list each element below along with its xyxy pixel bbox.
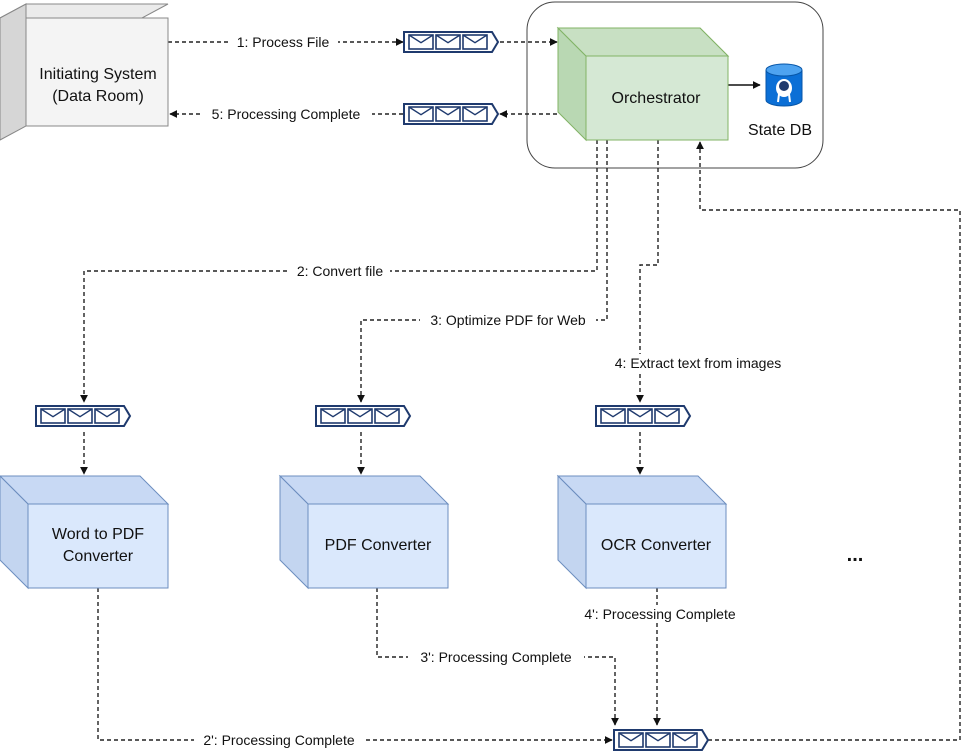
initiating-system-box: Initiating System (Data Room)	[0, 3, 169, 141]
edge-label-complete-2r: 2': Processing Complete	[203, 732, 355, 748]
edge-label-convert-file: 2: Convert file	[297, 263, 384, 279]
edge-complete-2r	[97, 588, 613, 744]
queue-results-icon	[613, 729, 710, 751]
more-converters-ellipsis: ...	[847, 544, 864, 566]
postgresql-database-icon	[765, 63, 803, 107]
word-to-pdf-converter-box: Word to PDF Converter	[0, 475, 170, 590]
orchestrator-group	[526, 1, 824, 169]
word-converter-label-line2: Converter	[63, 548, 134, 565]
state-db: State DB	[748, 63, 812, 139]
edge-return-orchestrator	[696, 141, 961, 741]
queue-pdf-icon	[315, 405, 412, 427]
pdf-converter-box: PDF Converter	[278, 474, 450, 590]
queue-processing-complete-icon	[403, 103, 500, 125]
queue-process-file-icon	[403, 31, 500, 53]
edge-label-complete-5: 5: Processing Complete	[212, 106, 361, 122]
initiating-system-label-line1: Initiating System	[39, 66, 156, 83]
ocr-converter-box: OCR Converter	[556, 474, 728, 590]
edge-label-complete-3r: 3': Processing Complete	[420, 649, 572, 665]
edge-label-process-file: 1: Process File	[237, 34, 330, 50]
queues	[35, 31, 710, 751]
pdf-converter-label: PDF Converter	[325, 537, 432, 554]
orchestrator-box: Orchestrator	[556, 26, 730, 142]
initiating-system-label-line2: (Data Room)	[52, 88, 144, 105]
edge-extract-text	[636, 140, 659, 403]
queue-ocr-icon	[595, 405, 692, 427]
ocr-converter-label: OCR Converter	[601, 537, 712, 554]
edge-label-complete-4r: 4': Processing Complete	[584, 606, 736, 622]
queue-word-icon	[35, 405, 132, 427]
orchestrator-label: Orchestrator	[612, 90, 702, 107]
edge-label-extract-text: 4: Extract text from images	[615, 355, 782, 371]
edge-label-optimize-pdf: 3: Optimize PDF for Web	[430, 312, 586, 328]
state-db-label: State DB	[748, 122, 812, 139]
word-converter-label-line1: Word to PDF	[52, 526, 144, 543]
